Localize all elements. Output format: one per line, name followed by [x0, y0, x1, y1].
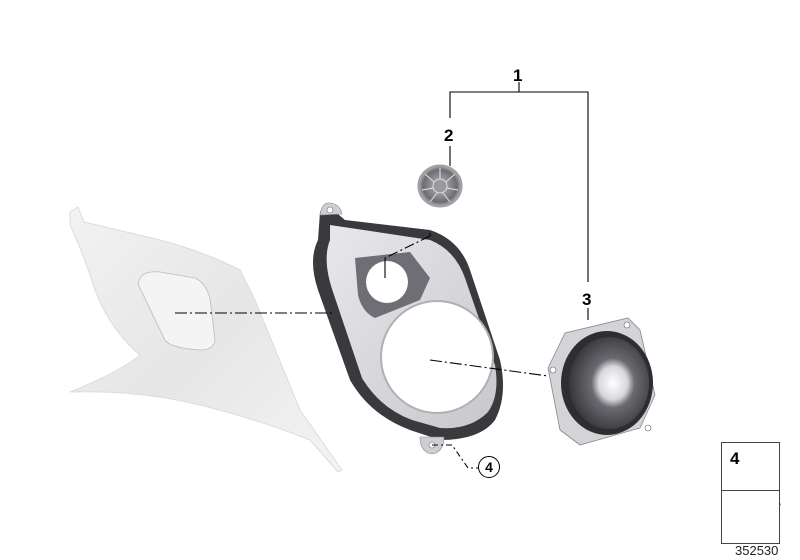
callout-1[interactable]: 1 [513, 66, 523, 85]
mid-range-speaker [547, 317, 656, 446]
legend-part-cell: 4 [722, 443, 779, 491]
speaker-housing [313, 202, 504, 455]
diagram-id: 352530 [735, 543, 779, 558]
callout-4-circled[interactable]: 4 [478, 456, 500, 478]
leader-lines [175, 82, 589, 469]
tweeter [417, 164, 463, 208]
legend-box: 4 [721, 442, 780, 544]
callout-2[interactable]: 2 [444, 126, 454, 145]
callout-3[interactable]: 3 [582, 290, 592, 309]
trim-panel [69, 206, 343, 473]
legend-part-number[interactable]: 4 [730, 449, 740, 468]
